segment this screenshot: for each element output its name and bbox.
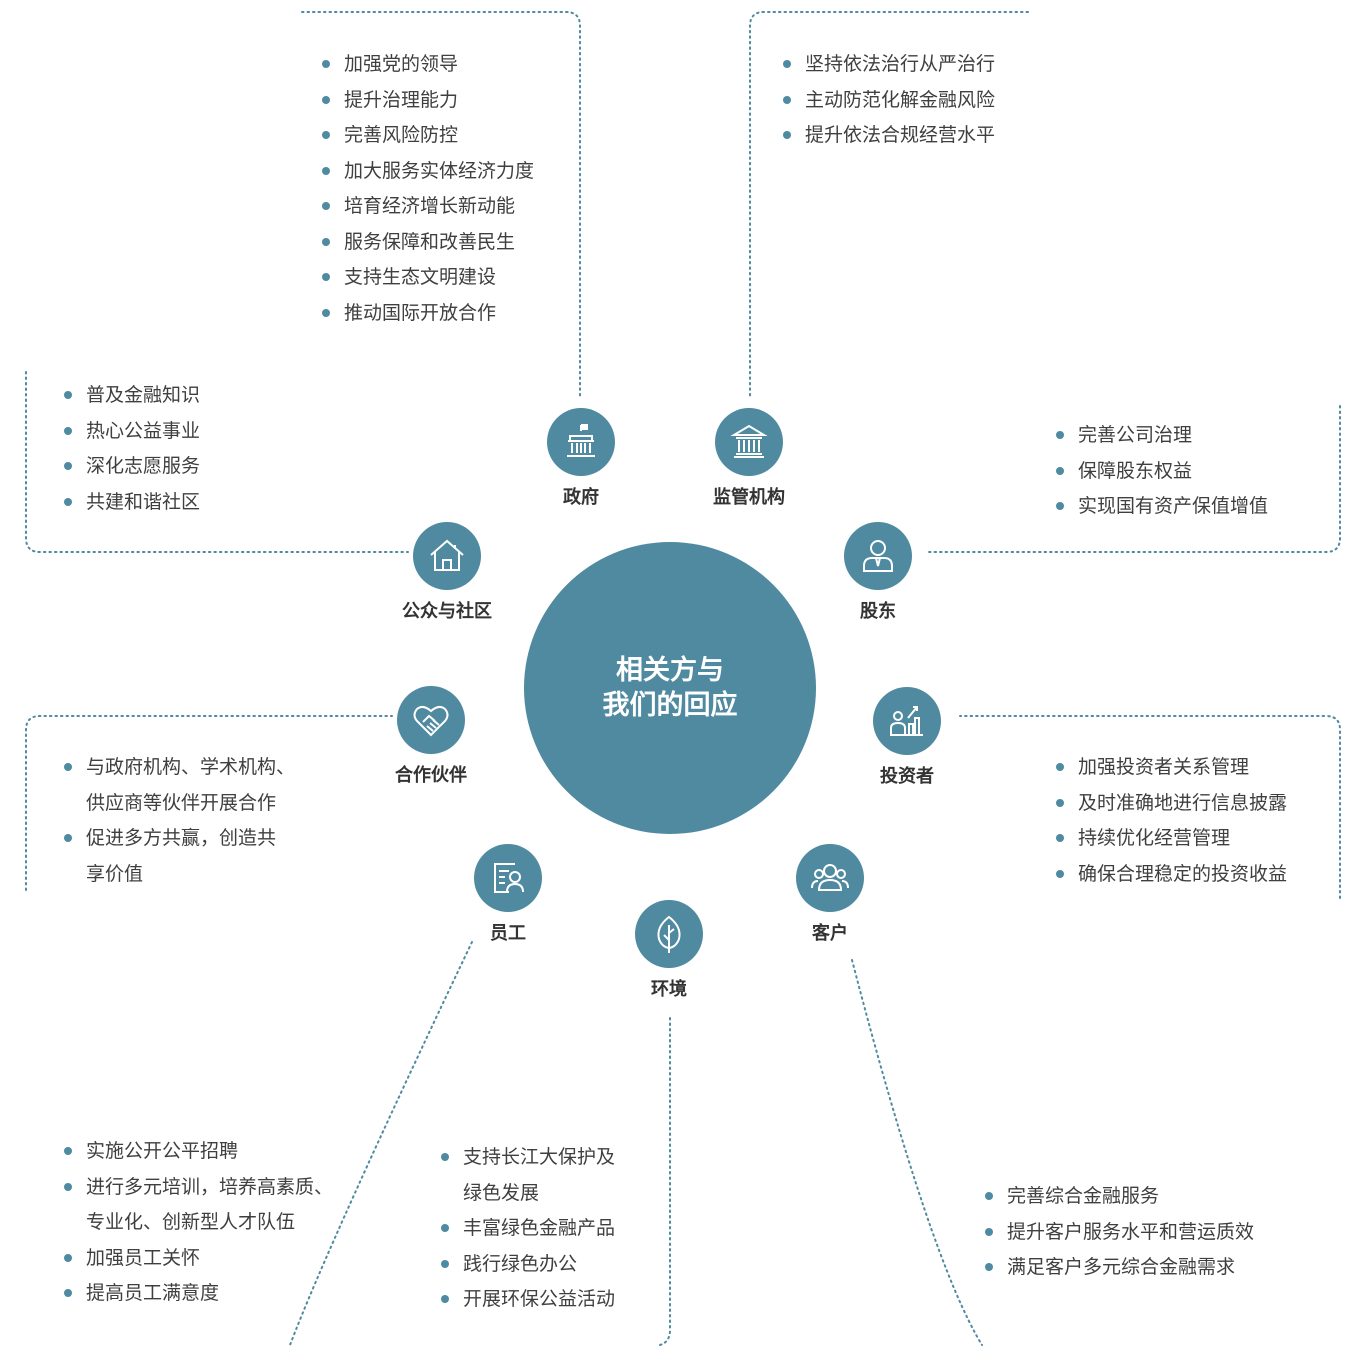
list-item: 坚持依法治行从严治行 [783,47,995,83]
environment-label: 环境 [651,979,687,1000]
list-item: 培育经济增长新动能 [322,189,534,225]
stakeholder-employee: 员工 [428,844,588,945]
list-item: 丰富绿色金融产品 [441,1211,615,1247]
leaf-icon [635,900,703,968]
community-connector [25,371,409,553]
list-item: 加强党的领导 [322,47,534,83]
center-circle: 相关方与 我们的回应 [524,542,816,834]
partner-label: 合作伙伴 [395,765,467,786]
list-item-line: 享价值 [86,862,144,885]
partner-connector [25,715,393,891]
list-item-line: 供应商等伙伴开展合作 [86,791,277,814]
list-item: 持续优化经营管理 [1056,821,1287,857]
stakeholder-government: 政府 [501,408,661,509]
list-item-line: 加强员工关怀 [86,1246,201,1269]
government-connector [301,11,581,399]
customer-list: 完善综合金融服务 提升客户服务水平和营运质效 满足客户多元综合金融需求 [985,1179,1254,1286]
shareholder-list: 完善公司治理 保障股东权益 实现国有资产保值增值 [1056,418,1268,525]
employee-list: 实施公开公平招聘 进行多元培训，培养高素质、 专业化、创新型人才队伍 加强员工关… [64,1134,333,1312]
stakeholder-environment: 环境 [589,900,749,1001]
house-icon [413,522,481,590]
center-title-line2: 我们的回应 [602,690,738,721]
stakeholder-shareholder: 股东 [798,522,958,623]
list-item: 进行多元培训，培养高素质、 专业化、创新型人才队伍 [64,1170,333,1241]
list-item-line: 提高员工满意度 [86,1282,220,1304]
list-item: 普及金融知识 [64,378,200,414]
community-label: 公众与社区 [402,601,492,622]
list-item-line: 丰富绿色金融产品 [463,1217,616,1239]
list-item: 深化志愿服务 [64,449,200,485]
regulator-label: 监管机构 [713,487,785,508]
regulator-list: 坚持依法治行从严治行 主动防范化解金融风险 提升依法合规经营水平 [783,47,995,154]
growth-chart-icon [873,687,941,755]
list-item: 支持生态文明建设 [322,260,534,296]
list-item: 践行绿色办公 [441,1247,615,1283]
people-group-icon [796,844,864,912]
community-list: 普及金融知识 热心公益事业 深化志愿服务 共建和谐社区 [64,378,200,520]
list-item: 支持长江大保护及 绿色发展 [441,1140,615,1211]
list-item: 完善综合金融服务 [985,1179,1254,1215]
list-item-line: 开展环保公益活动 [463,1288,616,1310]
list-item: 主动防范化解金融风险 [783,83,995,119]
list-item: 提升治理能力 [322,83,534,119]
list-item: 提升依法合规经营水平 [783,118,995,154]
employee-label: 员工 [490,923,526,944]
stakeholder-partner: 合作伙伴 [351,686,511,787]
government-building-icon [547,408,615,476]
list-item: 与政府机构、学术机构、 供应商等伙伴开展合作 [64,750,295,821]
list-item: 促进多方共赢，创造共 享价值 [64,821,295,892]
employee-card-icon [474,844,542,912]
government-label: 政府 [563,487,599,508]
shareholder-connector [925,405,1341,553]
handshake-heart-icon [397,686,465,754]
list-item-line: 绿色发展 [463,1181,540,1204]
list-item: 加强员工关怀 [64,1241,333,1277]
list-item: 满足客户多元综合金融需求 [985,1250,1254,1286]
list-item: 完善风险防控 [322,118,534,154]
list-item: 开展环保公益活动 [441,1282,615,1318]
stakeholder-customer: 客户 [750,844,910,945]
list-item: 完善公司治理 [1056,418,1268,454]
list-item-line: 支持长江大保护及 [463,1146,616,1168]
customer-label: 客户 [812,923,848,944]
list-item: 提升客户服务水平和营运质效 [985,1215,1254,1251]
employee-connector [289,941,473,1346]
list-item: 服务保障和改善民生 [322,225,534,261]
bank-building-icon [715,408,783,476]
list-item-line: 与政府机构、学术机构、 [86,756,296,778]
list-item: 提高员工满意度 [64,1276,333,1312]
list-item: 共建和谐社区 [64,485,200,521]
list-item: 加大服务实体经济力度 [322,154,534,190]
list-item-line: 实施公开公平招聘 [86,1140,239,1162]
list-item: 推动国际开放合作 [322,296,534,332]
list-item: 及时准确地进行信息披露 [1056,786,1287,822]
stakeholder-regulator: 监管机构 [669,408,829,509]
list-item: 确保合理稳定的投资收益 [1056,857,1287,893]
customer-connector [851,959,983,1346]
environment-connector [659,1017,671,1346]
list-item: 实施公开公平招聘 [64,1134,333,1170]
list-item-line: 专业化、创新型人才队伍 [86,1211,296,1233]
list-item: 实现国有资产保值增值 [1056,489,1268,525]
regulator-connector [749,11,1029,399]
list-item-line: 促进多方共赢，创造共 [86,827,277,849]
person-tie-icon [844,522,912,590]
environment-list: 支持长江大保护及 绿色发展 丰富绿色金融产品 践行绿色办公 开展环保公益活动 [441,1140,615,1318]
stakeholder-investor: 投资者 [827,687,987,788]
list-item-line: 践行绿色办公 [463,1252,578,1275]
center-title-line1: 相关方与 [616,655,724,686]
investor-list: 加强投资者关系管理 及时准确地进行信息披露 持续优化经营管理 确保合理稳定的投资… [1056,750,1287,892]
list-item: 热心公益事业 [64,414,200,450]
shareholder-label: 股东 [860,601,896,622]
government-list: 加强党的领导 提升治理能力 完善风险防控 加大服务实体经济力度 培育经济增长新动… [322,47,534,331]
list-item: 保障股东权益 [1056,454,1268,490]
investor-label: 投资者 [880,766,934,787]
list-item-line: 进行多元培训，培养高素质、 [86,1175,334,1198]
list-item: 加强投资者关系管理 [1056,750,1287,786]
partner-list: 与政府机构、学术机构、 供应商等伙伴开展合作 促进多方共赢，创造共 享价值 [64,750,295,892]
stakeholder-community: 公众与社区 [367,522,527,623]
